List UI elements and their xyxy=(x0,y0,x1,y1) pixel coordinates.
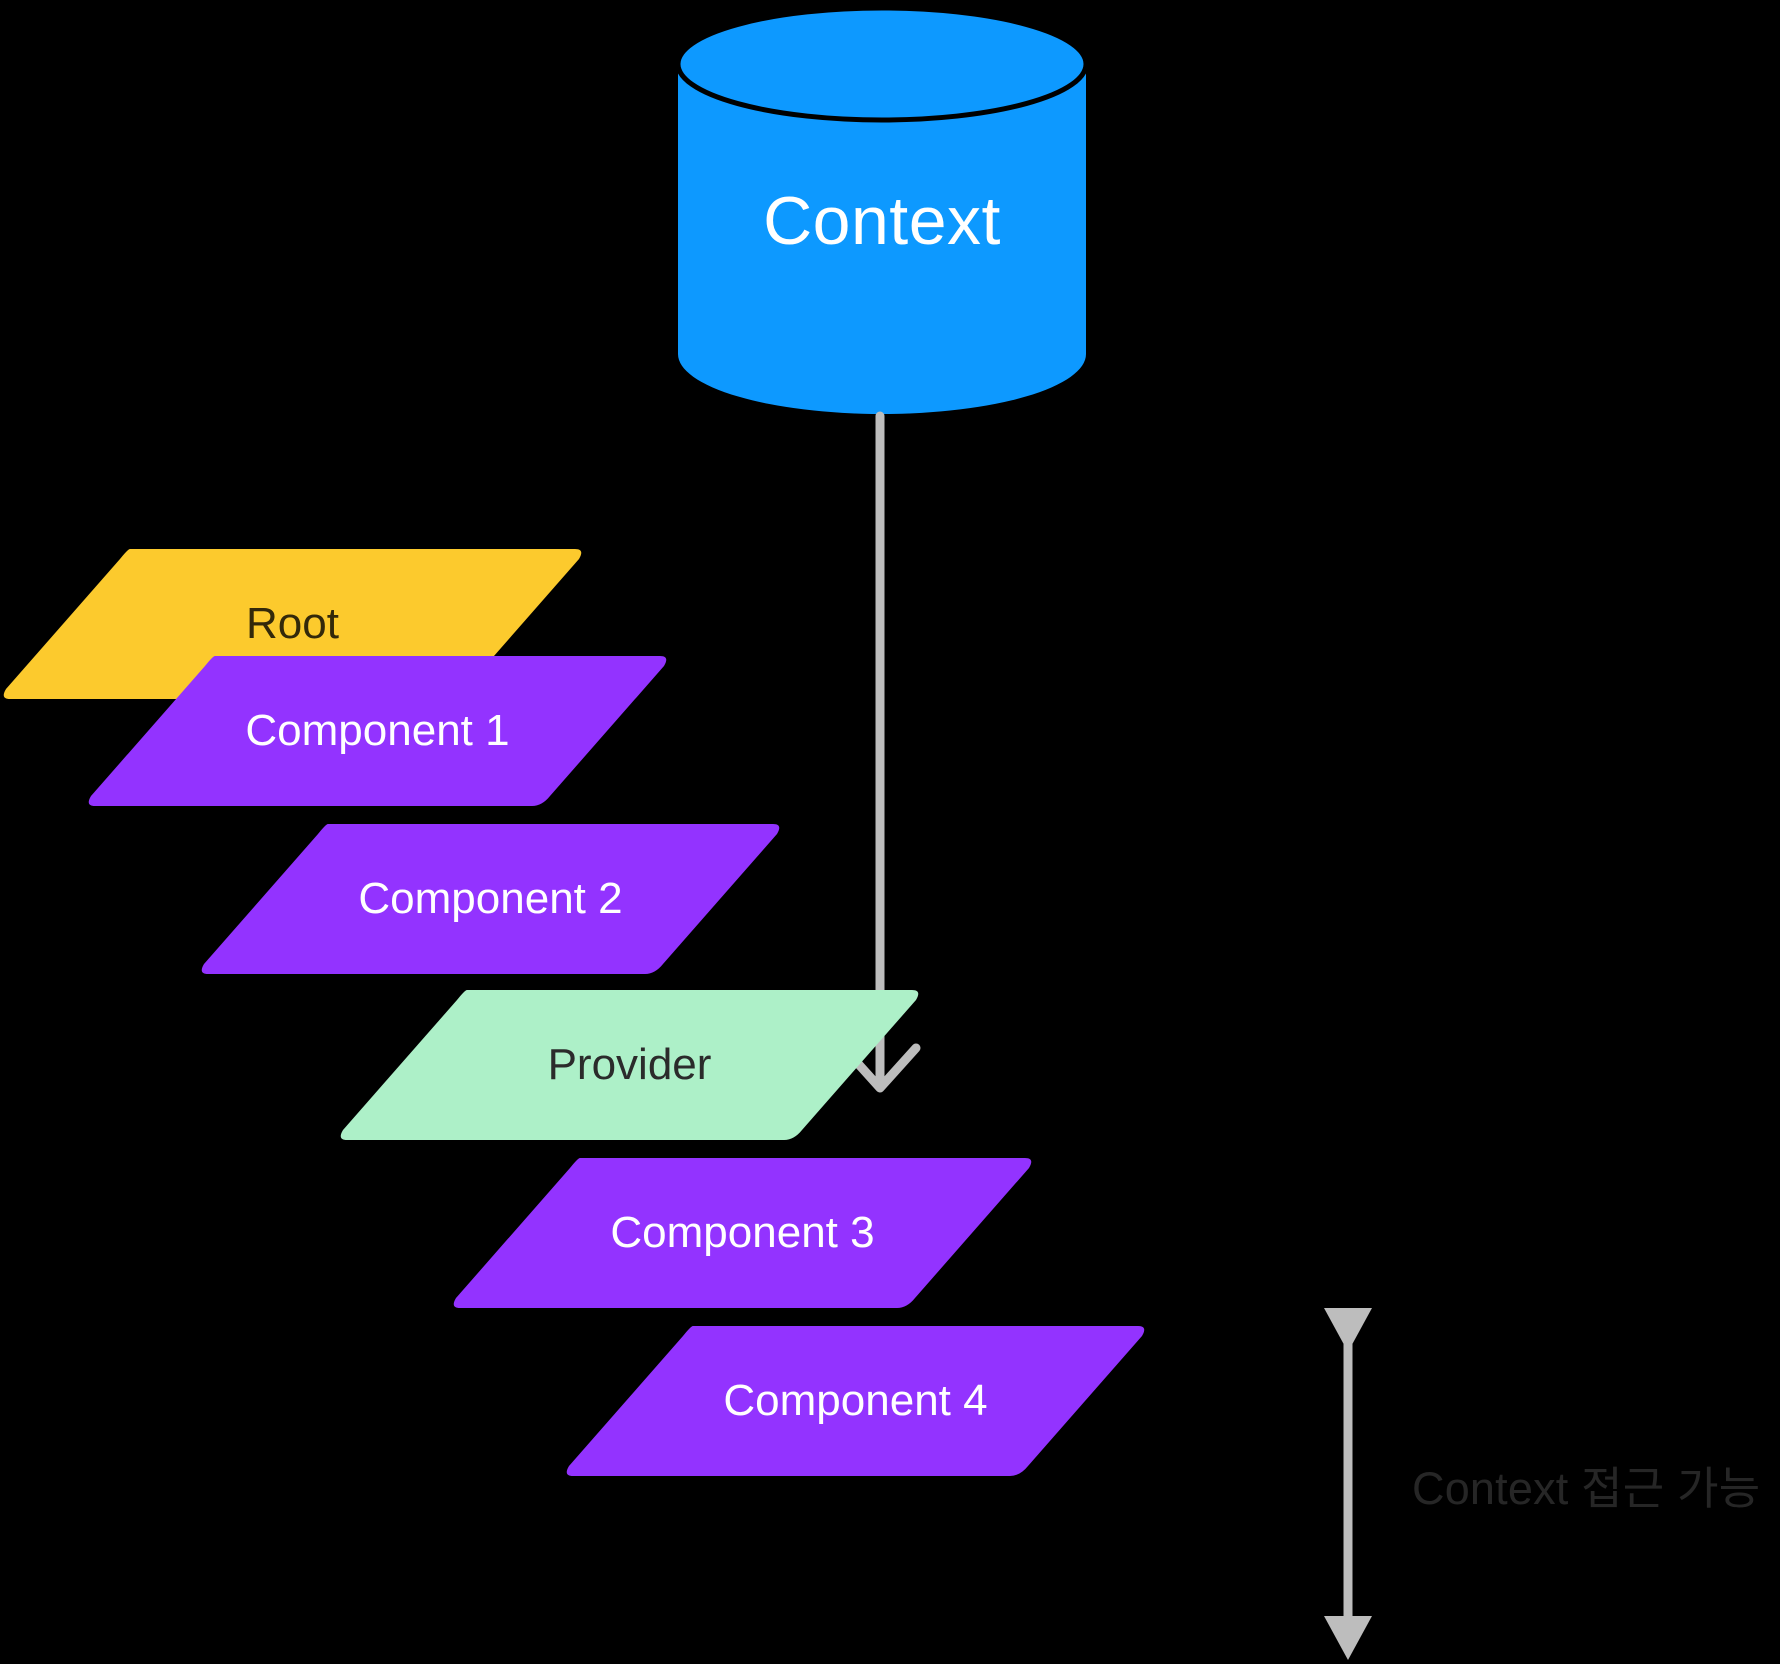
node-component-2[interactable]: Component 2 xyxy=(198,818,783,980)
node-component-1[interactable]: Component 1 xyxy=(85,650,670,812)
double-arrow-vertical-icon xyxy=(1324,1308,1372,1660)
context-cylinder: Context xyxy=(678,4,1086,414)
node-component-3-shape xyxy=(453,1158,1032,1308)
context-access-bracket xyxy=(1310,1300,1386,1664)
node-component-1-shape xyxy=(88,656,667,806)
context-access-label: Context 접근 가능 xyxy=(1412,1463,1761,1514)
node-component-2-shape xyxy=(201,824,780,974)
cylinder-shape xyxy=(678,5,1086,414)
node-provider[interactable]: Provider xyxy=(337,984,922,1146)
node-component-4-shape xyxy=(566,1326,1145,1476)
node-component-4[interactable]: Component 4 xyxy=(563,1320,1148,1482)
node-provider-shape xyxy=(340,990,919,1140)
node-component-3[interactable]: Component 3 xyxy=(450,1152,1035,1314)
